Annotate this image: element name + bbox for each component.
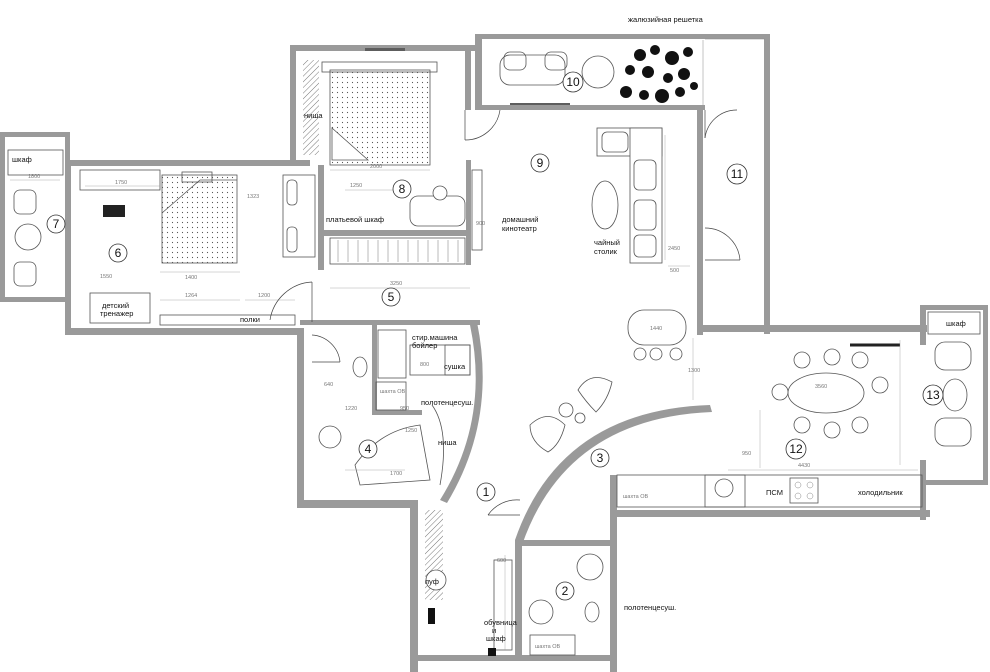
room-number-6: 6 xyxy=(108,243,128,263)
dim-label: 900 xyxy=(476,221,485,227)
room-number-7: 7 xyxy=(46,214,66,234)
kids-trainer-label-1: детский xyxy=(102,301,129,310)
svg-text:13: 13 xyxy=(926,388,940,402)
room-7-furniture xyxy=(7,149,64,287)
svg-text:4: 4 xyxy=(365,442,372,456)
svg-text:2: 2 xyxy=(562,584,569,598)
dim-label: 1550 xyxy=(100,274,112,280)
dim-label: 600 xyxy=(497,558,506,564)
towel-dryer-label-1: полотенцесуш. xyxy=(421,398,473,407)
dim-label: 1440 xyxy=(650,326,662,332)
home-cinema-label-1: домашний xyxy=(502,215,538,224)
svg-text:10: 10 xyxy=(566,75,580,89)
room-6-furniture xyxy=(79,169,316,326)
tea-table-label-1: чайный xyxy=(594,238,620,247)
dim-label: 3560 xyxy=(815,384,827,390)
kids-trainer-label-2: тренажер xyxy=(100,309,133,318)
room-numbers: 1 2 3 4 5 6 7 8 9 10 11 12 13 xyxy=(46,71,944,601)
svg-text:11: 11 xyxy=(731,167,744,181)
room-number-2: 2 xyxy=(555,581,575,601)
room-4-fixtures xyxy=(311,329,471,486)
dim-label: 1700 xyxy=(390,471,402,477)
room-5-items xyxy=(330,287,694,400)
shoe-cabinet-label-3: шкаф xyxy=(486,634,506,643)
shelves-label: полки xyxy=(240,315,260,324)
dim-label: 1250 xyxy=(405,428,417,434)
walls xyxy=(0,34,988,672)
dim-label: 1264 xyxy=(185,293,197,299)
dressing-label: платьевой шкаф xyxy=(326,215,384,224)
room-number-4: 4 xyxy=(358,439,378,459)
svg-text:3: 3 xyxy=(597,451,604,465)
room-number-11: 11 xyxy=(726,163,748,185)
room-number-1: 1 xyxy=(476,482,496,502)
niche-bedroom-label: ниша xyxy=(304,111,323,120)
pouf-label: пуф xyxy=(425,577,439,586)
dim-label: 800 xyxy=(420,362,429,368)
dim-label: 500 xyxy=(670,268,679,274)
blinds-grille-label: жалюзийная решетка xyxy=(628,15,704,24)
boiler-label: бойлер xyxy=(412,341,437,350)
dim-label: 950 xyxy=(742,451,751,457)
home-cinema-label-2: кинотеатр xyxy=(502,224,537,233)
room-number-12: 12 xyxy=(785,438,807,460)
room-3-furniture xyxy=(529,377,613,453)
room-number-9: 9 xyxy=(530,153,550,173)
room-11-doors xyxy=(704,109,741,261)
dim-label: 3250 xyxy=(390,281,402,287)
dimension-labels: 1750 1323 1400 1264 1200 1250 2000 1800 … xyxy=(28,164,827,564)
dim-label: 1750 xyxy=(115,180,127,186)
curved-wall-bath xyxy=(440,322,483,503)
dim-label: 1300 xyxy=(688,368,700,374)
shaft-label-1: шахта ОВ xyxy=(380,389,405,395)
hatch-column xyxy=(303,60,319,155)
towel-dryer-label-2: полотенцесуш. xyxy=(624,603,676,612)
niche-bath-label: ниша xyxy=(438,438,457,447)
room-8-furniture xyxy=(321,61,501,265)
plants-icon xyxy=(620,45,698,103)
room-number-10: 10 xyxy=(562,71,584,93)
room-12-furniture xyxy=(616,340,923,508)
dim-label: 950 xyxy=(400,406,409,412)
fridge-label: холодильник xyxy=(858,488,903,497)
dim-label: 1323 xyxy=(247,194,259,200)
wardrobe-right-label: шкаф xyxy=(946,319,966,328)
svg-text:9: 9 xyxy=(537,156,544,170)
room-number-13: 13 xyxy=(922,384,944,406)
dim-label: 1800 xyxy=(28,174,40,180)
curved-wall-3 xyxy=(515,405,712,545)
room-1-items xyxy=(425,555,513,656)
washer-label: стир.машина xyxy=(412,333,458,342)
svg-text:7: 7 xyxy=(53,217,60,231)
dim-label: 1250 xyxy=(350,183,362,189)
shoe-cabinet-label-1: обувница xyxy=(484,618,518,627)
shaft-label-2: шахта ОВ xyxy=(623,494,648,500)
dim-label: 640 xyxy=(324,382,333,388)
dim-label: 1400 xyxy=(185,275,197,281)
dryer-label: сушка xyxy=(444,362,466,371)
dim-label: 1220 xyxy=(345,406,357,412)
room-number-8: 8 xyxy=(392,179,412,199)
svg-text:12: 12 xyxy=(789,442,803,456)
room-9-furniture xyxy=(471,127,690,267)
svg-text:8: 8 xyxy=(399,182,406,196)
room-10-furniture xyxy=(499,38,765,105)
dim-label: 4430 xyxy=(798,463,810,469)
svg-text:1: 1 xyxy=(483,485,490,499)
tea-table-label-2: столик xyxy=(594,247,618,256)
svg-text:6: 6 xyxy=(115,246,122,260)
dim-label: 2000 xyxy=(370,164,382,170)
room-2-fixtures xyxy=(528,553,604,656)
wardrobe-left-label: шкаф xyxy=(12,155,32,164)
room-number-3: 3 xyxy=(590,448,610,468)
room-13-furniture xyxy=(927,311,981,447)
svg-text:5: 5 xyxy=(388,290,395,304)
dim-label: 1200 xyxy=(258,293,270,299)
dishwasher-label: ПСМ xyxy=(766,488,783,497)
room-number-5: 5 xyxy=(381,287,401,307)
shoe-cabinet-label-2: и xyxy=(492,626,496,635)
dim-label: 2450 xyxy=(668,246,680,252)
shaft-label-3: шахта ОВ xyxy=(535,644,560,650)
